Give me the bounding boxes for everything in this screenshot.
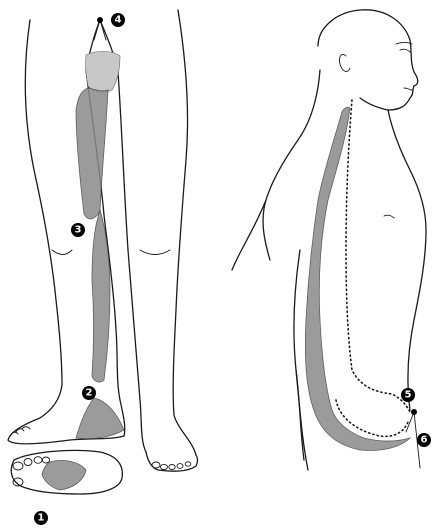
sole-shading: [42, 460, 86, 490]
marker-1-label: 1: [38, 513, 45, 524]
ear: [339, 54, 350, 71]
right-leg-outer-contour: [173, 10, 196, 455]
marker-4: 4: [111, 13, 125, 27]
marker-5-label: 5: [405, 390, 412, 401]
marker-2: 2: [82, 386, 96, 400]
arm-contour-outer: [232, 200, 266, 270]
front-dotted-meridian: [346, 100, 410, 412]
right-knee-hint: [140, 250, 170, 255]
front-contour: [388, 110, 426, 410]
marker-3-label: 3: [75, 225, 82, 236]
buttock-contour: [296, 370, 304, 460]
mouth: [404, 88, 412, 90]
leg-meridian-shading-lower: [92, 210, 110, 382]
nipple: [384, 215, 394, 218]
marker-3: 3: [71, 223, 85, 237]
marker-2-label: 2: [86, 388, 93, 399]
torso-side-view: [232, 10, 426, 470]
marker-5: 5: [401, 388, 415, 402]
right-foot: [146, 452, 198, 471]
head-outline: [318, 10, 418, 110]
marker-6-label: 6: [421, 435, 428, 446]
legs-front-view: [8, 10, 198, 494]
eye: [400, 49, 410, 52]
back-contour: [263, 70, 320, 260]
back-meridian-shading: [305, 107, 410, 450]
ankle-shading: [76, 398, 124, 439]
marker-4-label: 4: [115, 15, 122, 26]
leg-meridian-shading-upper: [76, 88, 108, 219]
point-4-location-dot: [97, 17, 103, 23]
left-knee-hint: [52, 250, 72, 255]
right-foot-toes: [152, 462, 191, 470]
marker-6: 6: [417, 433, 431, 447]
foot-sole-view: [11, 450, 122, 494]
right-leg-inner-contour: [118, 72, 146, 452]
point-5-location-dot: [411, 409, 417, 415]
groin-shading: [86, 51, 120, 92]
marker-1: 1: [34, 511, 48, 525]
eyebrow: [396, 43, 412, 45]
